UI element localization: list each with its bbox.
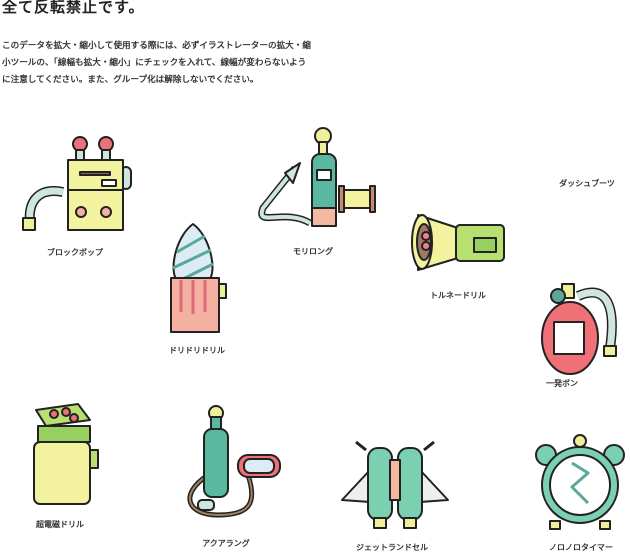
usage-note: このデータを拡大・縮小して使用する際には、必ずイラストレーターの拡大・縮小ツール…	[2, 41, 311, 85]
item-label-jet-randoseru: ジェットランドセル	[356, 543, 428, 552]
item-label-super-electromagnetic-drill: 超電磁ドリル	[36, 520, 84, 529]
item-label-block-pop: ブロックボップ	[47, 248, 103, 257]
item-label-ippatsu-bon: 一発ボン	[546, 379, 578, 388]
item-label-dash-boots: ダッシュブーツ	[559, 179, 615, 188]
block-pop-illustration	[22, 136, 132, 231]
noronoro-timer-illustration	[535, 434, 625, 530]
item-label-noronoro-timer: ノロノロタイマー	[549, 543, 613, 552]
item-label-aqualung: アクアラング	[202, 539, 250, 548]
dori-dori-drill-illustration	[170, 223, 227, 333]
tornado-drill-illustration	[411, 214, 505, 271]
jet-randoseru-illustration	[341, 440, 449, 529]
page-title: 全て反転禁止です。	[2, 0, 145, 16]
item-label-mori-long: モリロング	[293, 247, 333, 256]
item-label-tornado-drill: トルネードリル	[430, 291, 486, 300]
mori-long-illustration	[258, 127, 376, 227]
ippatsu-bon-illustration	[541, 283, 617, 375]
super-electromagnetic-drill-illustration	[33, 403, 99, 505]
item-label-dori-dori-drill: ドリドリドリル	[169, 346, 225, 355]
aqualung-illustration	[187, 405, 281, 518]
